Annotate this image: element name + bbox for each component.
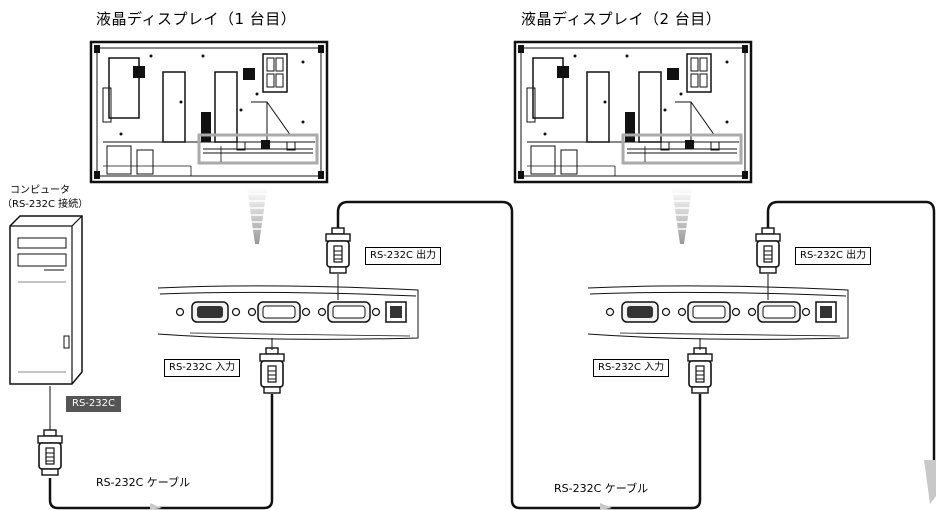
computer-connection-label: （RS-232C 接続） — [2, 199, 89, 210]
cable-1-label: RS-232C ケーブル — [96, 476, 191, 489]
display-2-title: 液晶ディスプレイ（2 台目） — [521, 10, 722, 28]
rs232c-plug-output-1 — [325, 227, 351, 274]
zoom-indicator-arrow — [246, 187, 268, 245]
computer-tower — [9, 215, 83, 385]
display-1-rear-image — [89, 40, 329, 184]
display-2-output-label: RS-232C 出力 — [795, 247, 872, 265]
continuation-arrow — [924, 460, 936, 504]
rs232c-plug-input-2 — [687, 347, 713, 394]
cable-2 — [336, 200, 702, 510]
computer-port-label: RS-232C — [66, 396, 121, 412]
rs232c-plug-output-2 — [755, 227, 781, 274]
display-1-output-label: RS-232C 出力 — [365, 247, 442, 265]
computer-label: コンピュータ — [10, 185, 70, 196]
cable-2-label: RS-232C ケーブル — [554, 482, 649, 495]
display-1-title: 液晶ディスプレイ（1 台目） — [96, 10, 297, 28]
rs232c-plug-computer — [37, 429, 63, 476]
flow-arrow — [150, 503, 162, 510]
display-1-input-label: RS-232C 入力 — [164, 359, 241, 377]
display-2-input-label: RS-232C 入力 — [593, 359, 670, 377]
display-1-port-panel — [157, 285, 419, 341]
flow-arrow — [600, 503, 612, 510]
zoom-indicator-arrow — [671, 187, 693, 245]
rs232c-plug-input-1 — [259, 347, 285, 394]
display-2-port-panel — [587, 285, 849, 341]
display-2-rear-image — [513, 40, 753, 184]
cable-3 — [766, 200, 936, 460]
